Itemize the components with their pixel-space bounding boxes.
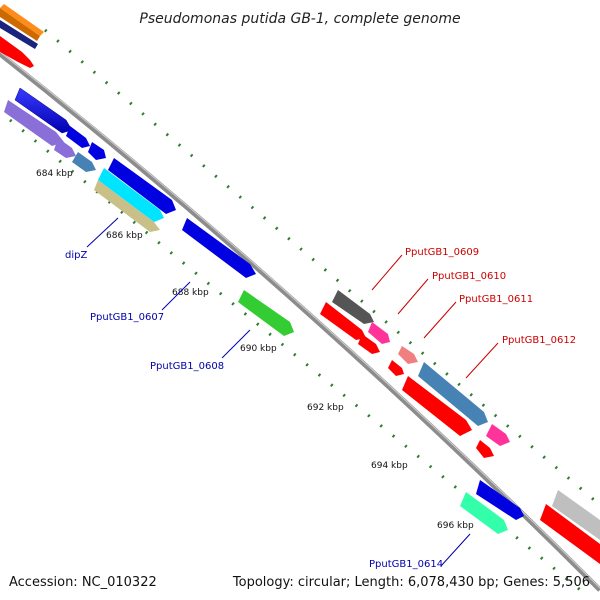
leader-0614 xyxy=(440,533,471,567)
gene-red-4[interactable] xyxy=(402,376,472,436)
gene-blue-2[interactable] xyxy=(66,126,90,148)
outer-tick-line xyxy=(44,28,600,507)
gene-label-0607[interactable]: PputGB1_0607 xyxy=(90,312,164,323)
gene-magenta[interactable] xyxy=(486,424,510,446)
gene-green-0608[interactable] xyxy=(238,290,294,336)
map-title: Pseudomonas putida GB-1, complete genome xyxy=(139,11,460,27)
gene-label-0612[interactable]: PputGB1_0612 xyxy=(502,335,576,346)
gene-blue-0614[interactable] xyxy=(476,480,524,520)
gene-steelblue-0612[interactable] xyxy=(418,362,488,426)
gene-blue-1[interactable] xyxy=(14,87,73,134)
kbp-label-690: 690 kbp xyxy=(240,344,277,354)
topology-text: Topology: circular; Length: 6,078,430 bp… xyxy=(232,575,590,590)
gene-gray-0609[interactable] xyxy=(332,290,374,324)
leader-0607 xyxy=(161,281,191,311)
gene-khaki-dipz[interactable] xyxy=(94,180,160,232)
gene-label-0608[interactable]: PputGB1_0608 xyxy=(150,361,224,372)
kbp-label-696: 696 kbp xyxy=(437,521,474,531)
gene-aquamarine[interactable] xyxy=(460,492,508,534)
gene-steelblue-small[interactable] xyxy=(72,152,96,172)
gene-red-partial[interactable] xyxy=(540,504,600,564)
gene-red-5[interactable] xyxy=(476,440,494,458)
kbp-label-692: 692 kbp xyxy=(307,403,344,413)
gene-pink-0610[interactable] xyxy=(368,322,390,344)
gene-orange-partial[interactable] xyxy=(0,4,44,41)
gene-blue-4[interactable] xyxy=(108,158,176,214)
gene-label-0609[interactable]: PputGB1_0609 xyxy=(405,247,479,258)
gene-purple[interactable] xyxy=(4,100,64,146)
gene-label-0610[interactable]: PputGB1_0610 xyxy=(432,271,506,282)
kbp-label-694: 694 kbp xyxy=(371,461,408,471)
leader-0611 xyxy=(423,301,457,339)
gene-purple-2[interactable] xyxy=(54,138,76,158)
gene-red-partial-top[interactable] xyxy=(0,36,34,68)
genome-backbone-highlight xyxy=(0,51,600,589)
gene-lightgray-partial[interactable] xyxy=(552,490,600,540)
gene-blue-3[interactable] xyxy=(88,142,106,160)
gene-red-2[interactable] xyxy=(358,334,380,354)
gene-blue-0607[interactable] xyxy=(182,218,256,278)
kbp-label-686: 686 kbp xyxy=(106,231,143,241)
gene-navy-partial[interactable] xyxy=(0,20,38,49)
gene-cyan[interactable] xyxy=(98,168,164,222)
gene-red-1[interactable] xyxy=(320,302,366,340)
accession-text: Accession: NC_010322 xyxy=(9,575,157,590)
leader-0610 xyxy=(397,278,429,315)
leader-0609 xyxy=(371,254,403,291)
kbp-label-688: 688 kbp xyxy=(172,288,209,298)
gene-label-0611[interactable]: PputGB1_0611 xyxy=(459,294,533,305)
leader-0612 xyxy=(465,342,499,379)
kbp-label-684: 684 kbp xyxy=(36,169,73,179)
gene-label-dipz[interactable]: dipZ xyxy=(65,250,87,261)
gene-salmon-0611[interactable] xyxy=(398,346,418,364)
gene-label-0614[interactable]: PputGB1_0614 xyxy=(369,559,443,570)
leader-dipz xyxy=(86,217,119,248)
gene-red-3[interactable] xyxy=(388,360,404,376)
leader-0608 xyxy=(221,329,251,359)
